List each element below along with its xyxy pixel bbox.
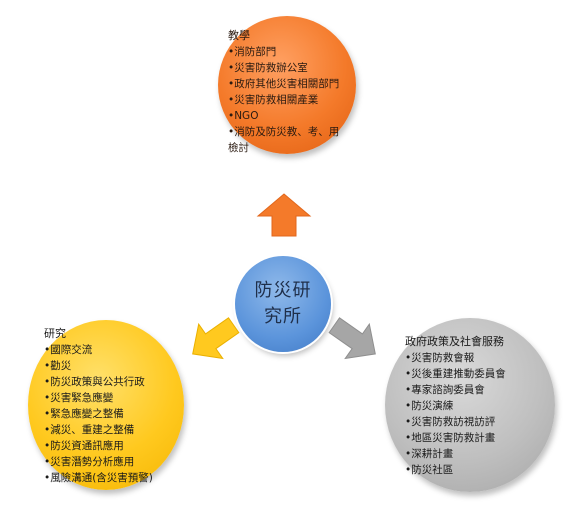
policy-service-list: 災害防救會報 災後重建推動委員會 專家諮詢委員會 防災演練 災害防救訪視訪評 地… [405,350,545,478]
list-item: 災害緊急應變 [44,390,174,406]
down-left-arrow-icon [192,317,240,360]
list-item: 防災社區 [405,462,545,478]
center-title-line2: 究所 [264,306,302,327]
list-item: 災害潛勢分析應用 [44,454,174,470]
list-item: 勸災 [44,358,174,374]
teaching-text-block: 教學 消防部門 災害防救辦公室 政府其他災害相關部門 災害防救相關產業 NGO … [228,28,348,156]
list-item: 減災、重建之整備 [44,422,174,438]
list-item: 國際交流 [44,342,174,358]
list-item: 災害防救相關產業 [228,92,348,108]
list-item: 地區災害防救計畫 [405,430,545,446]
list-item: NGO [228,108,348,124]
policy-service-text-block: 政府政策及社會服務 災害防救會報 災後重建推動委員會 專家諮詢委員會 防災演練 … [405,334,545,478]
research-heading: 研究 [44,327,66,340]
research-list: 國際交流 勸災 防災政策與公共行政 災害緊急應變 緊急應變之整備 減災、重建之整… [44,342,174,486]
list-item: 專家諮詢委員會 [405,382,545,398]
list-item: 緊急應變之整備 [44,406,174,422]
list-item: 風險溝通(含災害預警) [44,470,174,486]
down-right-arrow-icon [328,317,376,360]
list-item: 消防部門 [228,44,348,60]
up-arrow-icon [256,193,312,237]
list-item: 深耕計畫 [405,446,545,462]
list-item: 災害防救辦公室 [228,60,348,76]
list-item: 災害防救會報 [405,350,545,366]
list-item: 災害防救訪視訪評 [405,414,545,430]
list-item: 政府其他災害相關部門 [228,76,348,92]
research-text-block: 研究 國際交流 勸災 防災政策與公共行政 災害緊急應變 緊急應變之整備 減災、重… [44,326,174,486]
center-circle: 防災研 究所 [235,256,331,352]
list-item: 防災演練 [405,398,545,414]
list-item: 防災政策與公共行政 [44,374,174,390]
center-title-line1: 防災研 [254,280,312,301]
list-item: 防災資通訊應用 [44,438,174,454]
center-title: 防災研 究所 [235,278,331,330]
policy-service-heading: 政府政策及社會服務 [405,335,504,348]
list-item: 消防及防災教、考、用檢討 [228,124,348,156]
teaching-heading: 教學 [228,29,250,42]
teaching-list: 消防部門 災害防救辦公室 政府其他災害相關部門 災害防救相關產業 NGO 消防及… [228,44,348,156]
list-item: 災後重建推動委員會 [405,366,545,382]
